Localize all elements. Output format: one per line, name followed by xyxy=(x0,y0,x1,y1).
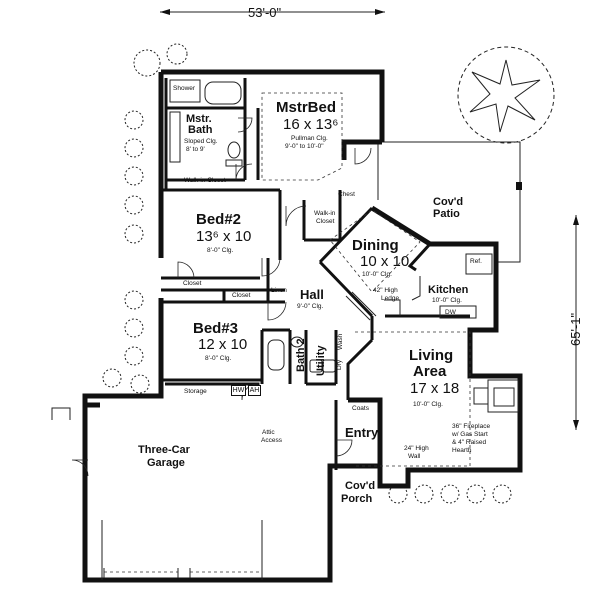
bed3-note: 8'-0" Clg. xyxy=(205,355,232,362)
fireplace-line2: w/ Gas Start xyxy=(452,431,488,438)
patio-line2: Patio xyxy=(433,208,460,220)
fireplace-line1: 36" Fireplace xyxy=(452,423,491,430)
attic-line1: Attic xyxy=(262,429,275,436)
shower-label: Shower xyxy=(173,85,196,92)
attic-line2: Access xyxy=(261,437,282,444)
entry-label: Entry xyxy=(345,425,379,440)
master-bed-name: MstrBed xyxy=(276,99,337,116)
living-note: 10'-0" Clg. xyxy=(413,401,443,408)
wash-label: Wash xyxy=(337,333,344,350)
overall-width-label: 53'-0" xyxy=(248,5,282,20)
bed3-closet-label: Closet xyxy=(232,292,251,299)
living-name2: Area xyxy=(413,363,447,380)
garage-line2: Garage xyxy=(147,457,185,469)
fireplace-line4: Hearth xyxy=(452,447,472,454)
chest-label: Chest xyxy=(338,191,355,198)
water-heater-label: HW xyxy=(231,385,246,396)
door-swings xyxy=(71,117,372,477)
master-bath-name2: Bath xyxy=(188,124,213,136)
wall-note-line2: Wall xyxy=(408,453,421,460)
fireplace-line3: & 4" Raised xyxy=(452,439,487,446)
air-handler-label: AH xyxy=(248,385,261,396)
bath2-label: Bath 2 xyxy=(295,338,307,372)
kitchen-note: 10'-0" Clg. xyxy=(432,297,462,304)
living-size: 17 x 18 xyxy=(410,380,460,397)
master-bath-note2: 8' to 9' xyxy=(186,146,205,153)
porch-line1: Cov'd xyxy=(345,480,376,492)
dining-size: 10 x 10 xyxy=(360,253,410,270)
garage-line1: Three-Car xyxy=(138,444,190,456)
dry-label: Dry xyxy=(336,359,343,370)
patio-line1: Cov'd xyxy=(433,196,464,208)
living-name1: Living xyxy=(409,347,454,364)
kitchen-name: Kitchen xyxy=(428,284,469,296)
bed3-size: 12 x 10 xyxy=(198,336,248,353)
bed2-note: 8'-0" Clg. xyxy=(207,247,234,254)
ledge-line2: Ledge xyxy=(381,295,400,302)
coats-label: Coats xyxy=(352,405,369,412)
dw-label: DW xyxy=(445,309,456,316)
master-bed-note1: Pullman Clg. xyxy=(291,135,328,142)
dining-note: 10'-0" Clg. xyxy=(362,271,392,278)
width-dimension-line xyxy=(160,9,385,15)
master-bath-name1: Mstr. xyxy=(186,113,212,125)
garage-doors xyxy=(51,407,263,580)
dining-name: Dining xyxy=(352,237,399,254)
hall-note: 9'-0" Clg. xyxy=(297,303,324,310)
fixtures xyxy=(169,79,519,413)
master-bed-size: 16 x 13⁶ xyxy=(283,116,339,133)
small-walkin-line1: Walk-in xyxy=(314,210,336,217)
depth-dimension-line xyxy=(573,215,579,430)
small-walkin-line2: Closet xyxy=(316,218,335,225)
ceiling-lines xyxy=(261,92,471,467)
wall-note-line1: 24" High xyxy=(404,445,429,452)
master-bed-note2: 9'-0" to 10'-0" xyxy=(285,143,324,150)
ledge-line1: 42" High xyxy=(373,287,398,294)
storage-label: Storage xyxy=(184,388,207,395)
interior-walls xyxy=(161,78,470,470)
overall-depth-label: 65'-1" xyxy=(568,312,583,346)
linen-label: Linen xyxy=(271,287,287,294)
bed2-size: 13⁶ x 10 xyxy=(196,228,252,245)
hall-name: Hall xyxy=(300,287,324,302)
patio-outline xyxy=(377,141,522,263)
porch-line2: Porch xyxy=(341,493,373,505)
bed2-name: Bed#2 xyxy=(196,211,242,228)
landscape-shrubs xyxy=(102,43,555,504)
master-bath-note1: Sloped Clg. xyxy=(184,138,218,145)
exterior-walls xyxy=(82,69,523,583)
ref-label: Ref. xyxy=(470,258,482,265)
bed3-name: Bed#3 xyxy=(193,320,239,337)
utility-label: Utility xyxy=(315,345,327,376)
master-walkin-closet-label: Walk-in Closet xyxy=(184,177,226,184)
bed2-closet-label: Closet xyxy=(183,280,202,287)
